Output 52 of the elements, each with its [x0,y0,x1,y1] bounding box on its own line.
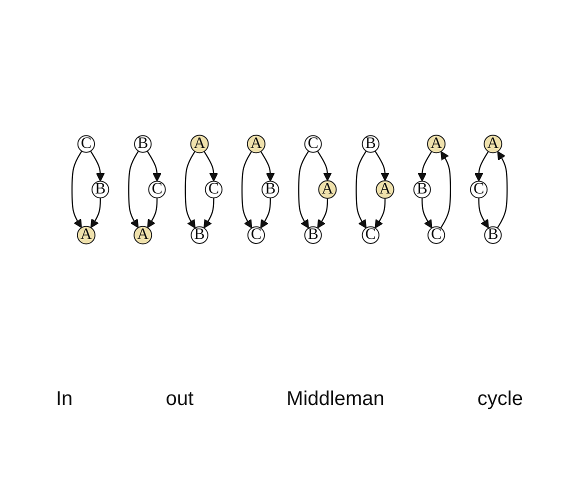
arrow [374,198,386,229]
arrow [474,152,489,182]
node-circle: B [413,181,431,199]
arrow [204,152,218,182]
arrow [147,198,158,228]
arrow [440,152,451,229]
node-circle: C [362,226,380,244]
graph-label: cycle [477,388,523,411]
node-circle: B [190,226,208,244]
node-circle: C [204,181,222,199]
arrow [71,151,82,228]
arrow [128,151,139,228]
arrow [241,152,252,229]
arrow [496,152,508,229]
node-circle: C [148,181,166,199]
arrow [90,151,105,182]
arrow [356,151,367,229]
arrow [316,151,332,182]
node-circle: A [134,226,152,245]
node-circle: B [304,226,322,244]
node-circle: C [427,226,446,244]
node-circle: C [247,226,265,244]
node-circle: A [246,135,266,154]
graph-label: In [56,388,73,411]
node-circle: B [484,226,502,244]
arrow [317,198,328,229]
arrow [203,198,214,229]
arrow [374,151,390,182]
node-circle: B [91,181,110,199]
node-circle: A [426,135,446,154]
arrow [418,152,432,182]
node-circle: C [304,136,322,154]
node-circle: B [261,181,280,199]
node-circle: A [190,135,209,154]
graph-label: out [166,388,194,411]
arrow [184,152,196,229]
arrow [421,198,432,229]
node-circle: C [77,136,95,154]
arrow [260,152,275,182]
node-circle: B [362,136,380,154]
arrow [298,151,310,229]
graph-label: Middleman [286,388,384,411]
node-circle: B [134,136,152,154]
node-circle: A [76,226,96,245]
node-circle: C [470,181,488,199]
arrow [90,198,101,228]
arrow [478,198,489,229]
node-circle: A [376,180,394,200]
arrow [146,151,162,182]
node-circle: A [484,135,502,154]
arrow [260,198,271,229]
node-circle: A [318,180,337,200]
